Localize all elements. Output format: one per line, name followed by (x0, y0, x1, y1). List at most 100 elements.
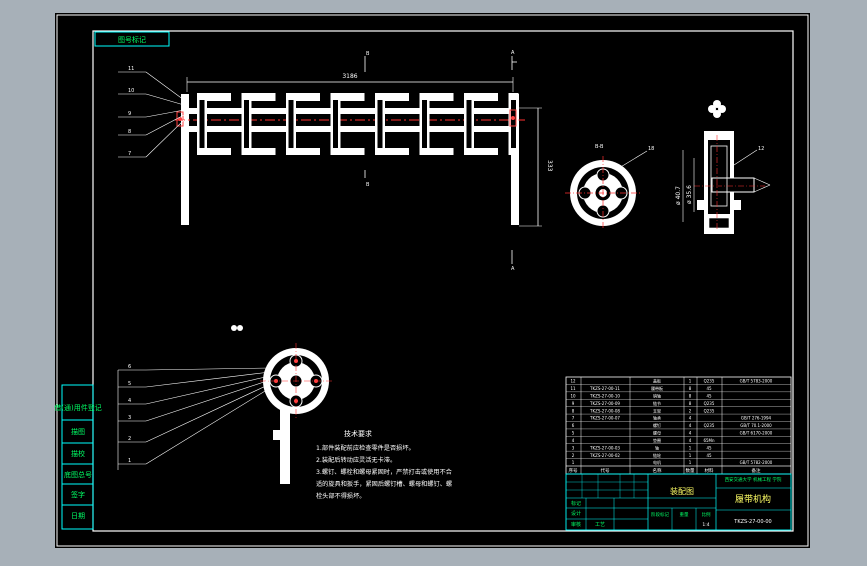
balloon-label: 7 (128, 151, 131, 157)
leader-line (145, 375, 271, 405)
bom-cell: TKZS-27-00-03 (589, 445, 620, 450)
svg-text:描图: 描图 (71, 427, 85, 436)
track-plate-slot (288, 100, 294, 148)
drawing-type: 装配图 (670, 486, 694, 496)
bom-cell: 螺母 (653, 430, 661, 436)
balloon-label: 2 (128, 436, 131, 442)
balloon-label: 4 (128, 398, 131, 404)
top-stamp: 图号标记 (94, 31, 170, 47)
bom-cell: 电机 (653, 459, 661, 465)
svg-text:日期: 日期 (71, 512, 85, 520)
svg-text:18: 18 (648, 146, 654, 152)
track-plate-slot (199, 100, 205, 148)
track-link-top (474, 93, 498, 101)
detail-view-marker-icon (231, 325, 243, 331)
tech-line-5: 栓头部不得损坏。 (316, 492, 366, 500)
bom-cell: 链节 (653, 400, 661, 406)
part-name: 履带机构 (735, 493, 771, 505)
track-link-top (340, 93, 365, 101)
detail-view[interactable] (231, 325, 333, 484)
section-view-bb[interactable]: B-B 18 (565, 144, 654, 230)
bom-cell: 7 (572, 416, 575, 421)
leader-line (145, 387, 271, 465)
left-support (181, 94, 189, 225)
balloon-label: 1 (128, 458, 131, 464)
bom-cell: 链轮 (653, 452, 661, 458)
svg-text:签字: 签字 (71, 490, 85, 499)
leader-line (145, 119, 185, 158)
svg-text:描校: 描校 (71, 449, 85, 458)
bom-cell: Q235 (704, 401, 715, 406)
balloon-label: 10 (128, 88, 134, 94)
outer-border (56, 14, 809, 547)
bom-cell: 9 (572, 401, 575, 406)
bom-cell: 1 (572, 460, 575, 465)
right-end-mark (509, 109, 517, 127)
balloon-label: 9 (128, 111, 131, 117)
bom-cell: 45 (706, 445, 712, 450)
bom-cell: 4 (689, 438, 692, 443)
leader-line (145, 379, 271, 422)
school-name: 西安交通大学 机械工程 学院 (725, 476, 782, 483)
bom-cell: 8 (572, 408, 575, 413)
track-link-top (429, 93, 454, 101)
track-link-top (296, 93, 320, 101)
side-view[interactable]: ø 40.7 ø 35.6 12 (675, 100, 771, 234)
overall-length-dim: 3186 (342, 73, 357, 80)
bom-cell: GB/T 5783-2000 (740, 379, 773, 384)
balloon-label: 8 (128, 129, 131, 135)
svg-text:B: B (366, 182, 370, 188)
svg-text:重量: 重量 (680, 511, 689, 518)
svg-text:图号标记: 图号标记 (118, 35, 146, 44)
bom-cell: TKZS-27-00-07 (589, 416, 620, 421)
bom-cell: 45 (706, 453, 712, 458)
bom-cell: 1 (689, 445, 692, 450)
svg-text:A: A (511, 50, 515, 56)
bom-cell: 65Mn (703, 438, 715, 443)
leader-line (145, 114, 185, 136)
track-plate-slot (333, 100, 338, 148)
bom-cell: 5 (572, 431, 575, 436)
bom-cell: 6 (572, 423, 575, 428)
tech-requirements: 技术要求 1.部件装配前应检查零件是否损坏。 2.装配后转动应灵活无卡滞。 3.… (316, 429, 452, 500)
bom-cell: 8 (689, 393, 692, 398)
bom-cell: 轴承 (653, 415, 661, 421)
svg-text:标记: 标记 (571, 500, 581, 507)
title-block: 装配图 西安交通大学 机械工程 学院 履带机构 TKZS-27-00-00 标记… (565, 473, 792, 531)
bom-cell: 3 (572, 445, 575, 450)
balloon-label: 6 (128, 364, 131, 370)
svg-text:1:4: 1:4 (702, 522, 709, 528)
bom-cell: GB/T 70.1-2000 (740, 423, 772, 428)
bom-cell: Q235 (704, 379, 715, 384)
track-link-bottom (207, 148, 231, 155)
track-plate-slot (377, 100, 383, 148)
svg-text:A: A (511, 266, 515, 272)
bom-cell: Q235 (704, 423, 715, 428)
tech-line-4: 适的旋具和扳手，紧固后螺钉槽、螺母和螺钉、螺 (316, 480, 452, 488)
bom-cell: 8 (689, 401, 692, 406)
balloon-label: 5 (128, 381, 131, 387)
svg-text:审核: 审核 (571, 521, 581, 528)
svg-text:B: B (366, 51, 370, 57)
bom-cell: 盖板 (653, 378, 661, 384)
bom-cell: GB/T 5782-2000 (740, 460, 773, 465)
track-plate-slot (422, 100, 427, 148)
bom-cell: 8 (689, 386, 692, 391)
bom-cell: GB/T 276-1994 (741, 416, 772, 421)
inner-frame (92, 30, 794, 532)
svg-text:借(通)用件登记: 借(通)用件登记 (54, 403, 101, 412)
drawing-number: TKZS-27-00-00 (733, 519, 771, 525)
bom-cell: TKZS-27-00-02 (589, 453, 620, 458)
bom-cell: GB/T 6170-2000 (740, 431, 773, 436)
bom-cell: 2 (689, 408, 692, 413)
bom-cell: 4 (689, 431, 692, 436)
track-link-bottom (385, 148, 409, 155)
left-margin-table: 借(通)用件登记 描图 描校 底图总号 签字 日期 (54, 384, 102, 530)
front-view-assembly[interactable]: 3186 333 B B A A (175, 50, 553, 272)
height-dim: 333 (546, 160, 553, 172)
bom-cell: 45 (706, 393, 712, 398)
